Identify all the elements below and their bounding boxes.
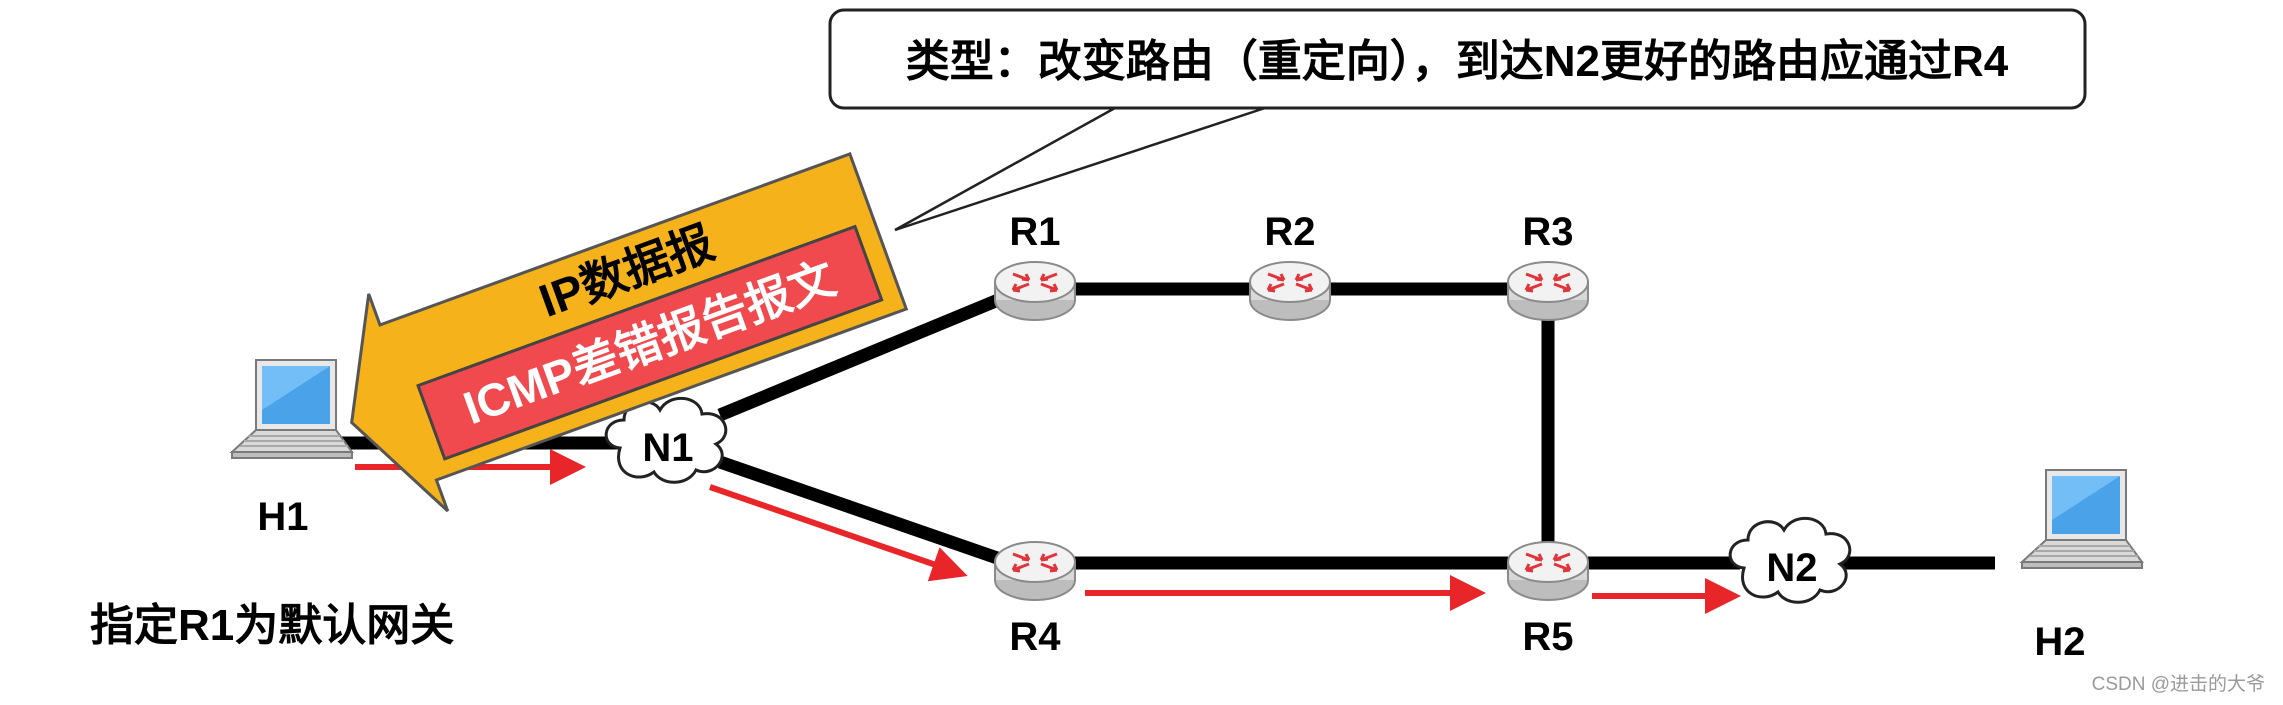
host-label-h2: H2 (2034, 620, 2085, 664)
watermark: CSDN @进击的大爷 (2092, 673, 2265, 695)
router-label-r5: R5 (1522, 615, 1573, 659)
router-r1 (993, 260, 1077, 322)
default-gateway-note: 指定R1为默认网关 (90, 601, 454, 650)
host-label-h1: H1 (257, 495, 308, 539)
network-label-n1: N1 (642, 426, 693, 470)
router-label-r4: R4 (1009, 615, 1061, 659)
path-arrow-n1-r4 (709, 484, 968, 582)
ip-datagram-packet: IP数据报 ICMP差错报告报文 (350, 152, 909, 513)
router-r2 (1248, 260, 1332, 322)
laptop-icon-h2 (2021, 469, 2143, 569)
callout-pointer-line (894, 106, 1116, 232)
router-r4 (993, 540, 1077, 602)
link-n1-r1 (717, 291, 1006, 422)
callout-pointer-line (894, 106, 1266, 232)
router-r5 (1506, 540, 1590, 602)
router-label-r1: R1 (1009, 210, 1060, 254)
forwarding-path (355, 449, 1741, 614)
callout-text: 类型：改变路由（重定向），到达N2更好的路由应通过R4 (906, 37, 2009, 86)
laptop-icon-h1 (231, 359, 353, 459)
icmp-message-box (416, 224, 884, 461)
router-label-r3: R3 (1522, 210, 1573, 254)
callout-box: 类型：改变路由（重定向），到达N2更好的路由应通过R4 (828, 8, 2087, 110)
link-n1-r4 (717, 455, 1006, 567)
network-label-n2: N2 (1766, 546, 1817, 590)
router-label-r2: R2 (1264, 210, 1315, 254)
router-r3 (1506, 260, 1590, 322)
